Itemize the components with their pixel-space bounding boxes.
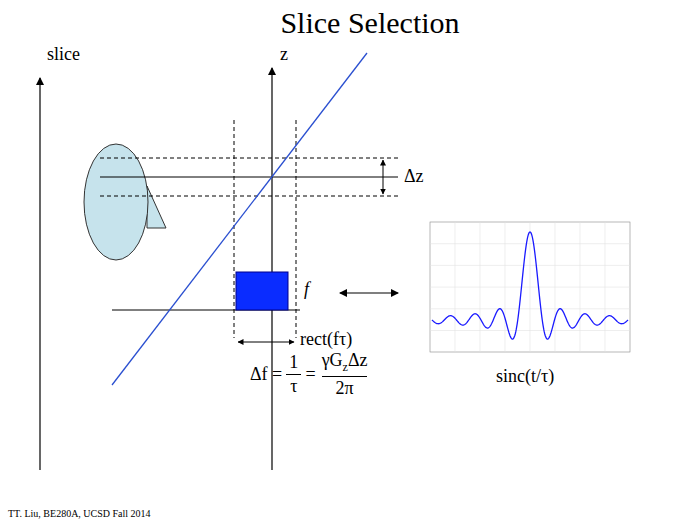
fourier-pair-arrow [340,292,398,293]
equation-term: Δz [348,350,368,370]
equation-term: = [305,364,315,385]
axis-label: f [304,279,309,300]
axis-label: z [280,44,288,65]
imaged-object [84,144,148,260]
equation-term: Δf = [250,364,282,385]
slice-center [100,177,398,178]
grid-line [430,330,630,331]
equation-term: γG [322,350,343,370]
band-edge [234,120,235,338]
bandwidth-arrow [238,342,294,343]
sinc-plot [430,222,630,352]
footer-credit: TT. Liu, BE280A, UCSD Fall 2014 [8,508,151,520]
fraction: γGzΔz2π [322,350,368,399]
slice-axis [39,78,40,470]
dimension-label: Δz [404,166,424,187]
grid-line [430,265,630,266]
denominator: τ [286,374,301,397]
slice-edge [100,158,398,159]
subscript: z [343,360,348,374]
slice-edge [100,196,398,197]
function-label: sinc(t/τ) [496,366,554,387]
gradient-line [112,53,367,385]
function-label: rect(fτ) [300,329,352,350]
slide-title: Slice Selection [280,6,459,41]
sinc-curve [432,232,628,339]
grid-line [430,243,630,244]
grid-line [430,287,630,288]
equation-term: 2π [336,378,354,398]
denominator: 2π [322,376,368,399]
z-axis [271,68,272,470]
plot-frame [430,222,630,352]
axis-label: slice [47,44,80,65]
band-edge [296,120,297,338]
object-nose [147,186,166,228]
numerator: γGzΔz [322,350,368,376]
equation-term: 1 [289,352,298,372]
thickness-arrow [383,160,384,194]
bandwidth-equation: Δf =1τ=γGzΔz2π [250,350,367,399]
equation-term: τ [290,376,297,396]
rect-pulse [236,272,288,310]
grid-line [430,308,630,309]
numerator: 1 [289,352,298,374]
fraction: 1τ [288,352,299,397]
